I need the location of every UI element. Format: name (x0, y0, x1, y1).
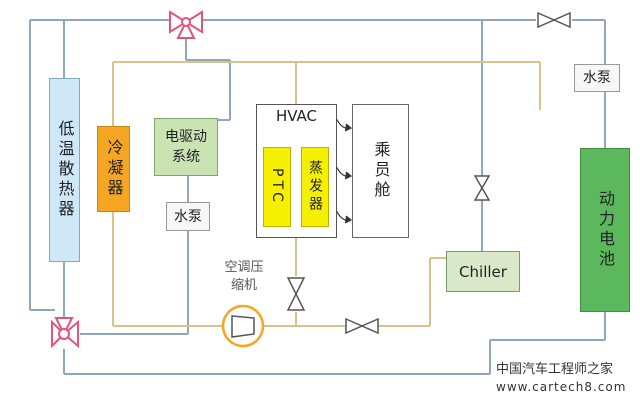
three-way-valve-top-icon (169, 10, 203, 39)
compressor-icon (221, 304, 265, 348)
hvac-label: HVAC (275, 107, 318, 125)
water-pump-edrive: 水泵 (166, 202, 210, 231)
heat-flow-arrows (335, 117, 353, 224)
hvac-unit: HVAC PTC 蒸发器 (256, 104, 337, 238)
water-loop-lines (29, 19, 606, 375)
watermark-cn: 中国汽车工程师之家 (496, 362, 614, 377)
evaporator: 蒸发器 (301, 147, 329, 227)
expansion-valve-horizontal-icon (345, 317, 379, 335)
valve-top-right-icon (537, 11, 571, 29)
passenger-cabin: 乘员舱 (352, 104, 409, 238)
three-way-valve-bottom-icon (51, 317, 79, 349)
ptc-heater: PTC (263, 147, 291, 227)
watermark-url: www.cartech8.com (496, 380, 627, 394)
ac-compressor-label: 空调压 缩机 (224, 260, 264, 293)
e-drive-system: 电驱动 系统 (154, 118, 218, 176)
refrigerant-loop-lines (112, 61, 541, 327)
low-temp-radiator: 低温散热器 (49, 78, 80, 262)
power-battery: 动力电池 (580, 148, 630, 312)
expansion-valve-vertical-icon (286, 277, 306, 311)
water-pump-battery: 水泵 (574, 64, 620, 92)
valve-chiller-line-icon (473, 175, 491, 201)
chiller: Chiller (446, 251, 520, 292)
condenser: 冷凝器 (97, 126, 130, 212)
